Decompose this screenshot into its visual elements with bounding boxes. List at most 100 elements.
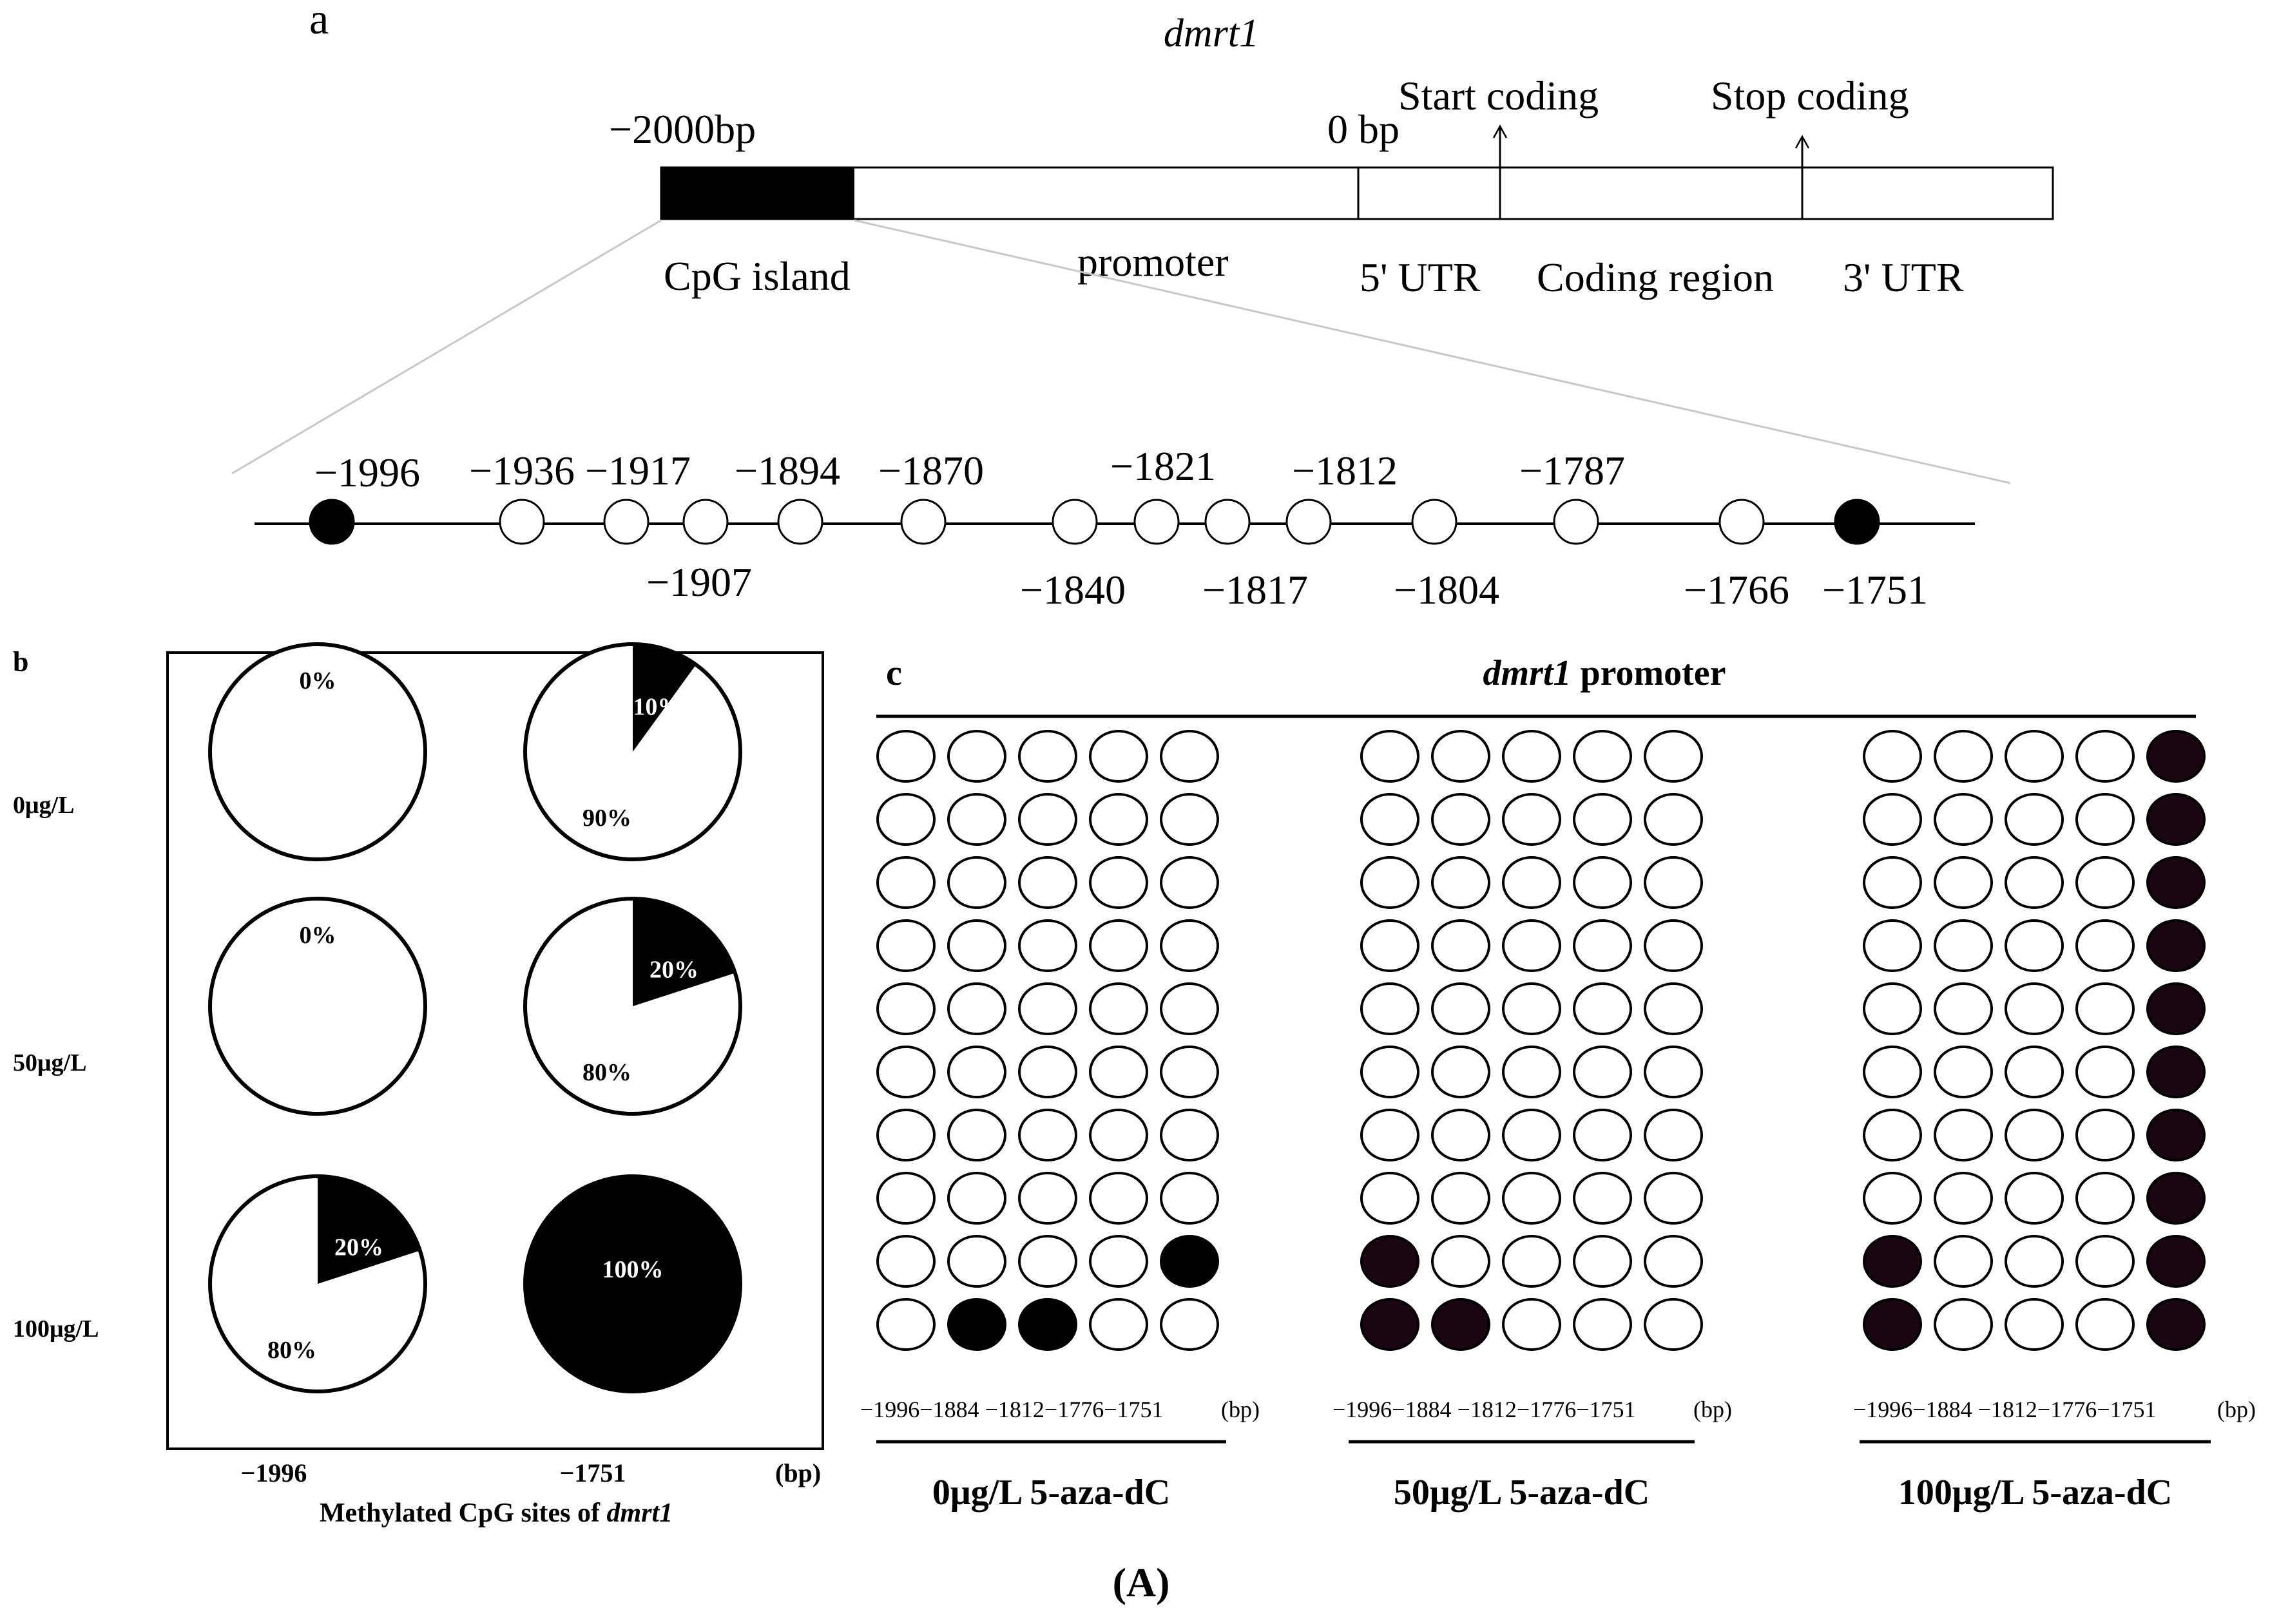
clone-1-site-5-unmethylated <box>1644 730 1703 783</box>
tss-label: 0 bp <box>1327 106 1400 152</box>
clone-2-site-3-unmethylated <box>1018 793 1077 846</box>
lollipop-group-3: −1996−1884 −1812−1776−1751(bp)100μg/L 5-… <box>1853 730 2256 1513</box>
cpg-site-1-methylated <box>309 499 355 545</box>
clone-5-site-1-unmethylated <box>1360 982 1419 1035</box>
clone-3-site-1-unmethylated <box>1863 856 1922 909</box>
clone-1-site-3-unmethylated <box>1502 730 1561 783</box>
clone-9-site-3-unmethylated <box>2005 1235 2064 1288</box>
clone-7-site-5-unmethylated <box>1644 1109 1703 1161</box>
zoom-guide-right <box>854 219 2011 484</box>
clone-8-site-3-unmethylated <box>2005 1172 2064 1225</box>
clone-2-site-5-methylated <box>2146 793 2206 846</box>
clone-9-site-1-methylated <box>1863 1235 1922 1288</box>
clone-6-site-3-unmethylated <box>1502 1046 1561 1098</box>
region-5utr: 5' UTR <box>1360 254 1481 300</box>
clone-6-site-5-methylated <box>2146 1046 2206 1098</box>
clone-6-site-2-unmethylated <box>1431 1046 1490 1098</box>
clone-6-site-4-unmethylated <box>1573 1046 1632 1098</box>
clone-8-site-5-unmethylated <box>1160 1172 1219 1225</box>
site-position-labels: −1996−1884 −1812−1776−1751 <box>1332 1397 1636 1422</box>
cpg-site-label-13: −1766 <box>1684 567 1789 613</box>
clone-6-site-5-unmethylated <box>1160 1046 1219 1098</box>
cpg-site-label-1: −1996 <box>314 450 420 495</box>
start-coding-arrow-icon <box>1492 124 1508 139</box>
clone-8-site-5-unmethylated <box>1644 1172 1703 1225</box>
clone-9-site-4-unmethylated <box>1573 1235 1632 1288</box>
lollipop-group-2: −1996−1884 −1812−1776−1751(bp)50μg/L 5-a… <box>1332 730 1732 1513</box>
clone-7-site-2-unmethylated <box>947 1109 1006 1161</box>
row-label-50: 50μg/L <box>13 1049 86 1076</box>
pie-label-methylated: 20% <box>649 957 698 984</box>
cpg-site-5-unmethylated <box>777 499 823 545</box>
cpg-site-label-11: −1804 <box>1394 567 1499 613</box>
clone-2-site-3-unmethylated <box>2005 793 2064 846</box>
figure-caption: (A) <box>1113 1560 1170 1605</box>
clone-6-site-1-unmethylated <box>1360 1046 1419 1098</box>
clone-3-site-5-methylated <box>2146 856 2206 909</box>
cpg-site-label-3: −1917 <box>585 448 691 493</box>
clone-8-site-3-unmethylated <box>1502 1172 1561 1225</box>
region-cpg-island: CpG island <box>664 253 851 299</box>
cpg-site-11-unmethylated <box>1411 499 1457 545</box>
cpg-site-label-4: −1907 <box>646 559 752 605</box>
clone-8-site-2-unmethylated <box>1431 1172 1490 1225</box>
clone-1-site-2-unmethylated <box>947 730 1006 783</box>
clone-8-site-1-unmethylated <box>876 1172 936 1225</box>
gene-bar <box>660 166 2054 220</box>
cpg-site-label-6: −1870 <box>878 448 984 493</box>
cpg-site-label-5: −1894 <box>735 448 840 493</box>
clone-6-site-1-unmethylated <box>1863 1046 1922 1098</box>
cpg-site-7-unmethylated <box>1052 499 1098 545</box>
clone-5-site-5-unmethylated <box>1644 982 1703 1035</box>
clone-5-site-2-unmethylated <box>947 982 1006 1035</box>
clone-2-site-5-unmethylated <box>1160 793 1219 846</box>
clone-6-site-1-unmethylated <box>876 1046 936 1098</box>
clone-7-site-2-unmethylated <box>1934 1109 1993 1161</box>
clone-8-site-2-unmethylated <box>1934 1172 1993 1225</box>
clone-2-site-4-unmethylated <box>1573 793 1632 846</box>
pie-row3-col2: 100% <box>523 1174 742 1393</box>
cpg-site-10-unmethylated <box>1285 499 1332 545</box>
clone-9-site-5-methylated <box>2146 1235 2206 1288</box>
cpg-site-14-methylated <box>1834 499 1880 545</box>
clone-10-site-5-methylated <box>2146 1298 2206 1351</box>
clone-7-site-1-unmethylated <box>1360 1109 1419 1161</box>
cpg-island-block <box>661 167 854 219</box>
clone-9-site-5-unmethylated <box>1644 1235 1703 1288</box>
clone-3-site-5-unmethylated <box>1644 856 1703 909</box>
clone-3-site-2-unmethylated <box>1934 856 1993 909</box>
clone-7-site-3-unmethylated <box>1018 1109 1077 1161</box>
clone-3-site-5-unmethylated <box>1160 856 1219 909</box>
clone-2-site-1-unmethylated <box>1360 793 1419 846</box>
cpg-site-label-2: −1936 <box>469 448 575 493</box>
clone-5-site-3-unmethylated <box>2005 982 2064 1035</box>
site-position-labels: −1996−1884 −1812−1776−1751 <box>1853 1397 2157 1422</box>
clone-8-site-2-unmethylated <box>947 1172 1006 1225</box>
clone-7-site-4-unmethylated <box>1573 1109 1632 1161</box>
clone-5-site-4-unmethylated <box>1089 982 1148 1035</box>
cpg-site-13-unmethylated <box>1718 499 1765 545</box>
pie-label-methylated: 10% <box>633 694 682 721</box>
clone-3-site-4-unmethylated <box>2075 856 2135 909</box>
clone-8-site-1-unmethylated <box>1360 1172 1419 1225</box>
clone-10-site-4-unmethylated <box>1089 1298 1148 1351</box>
pie-base <box>208 642 427 861</box>
clone-9-site-2-unmethylated <box>1934 1235 1993 1288</box>
clone-10-site-5-unmethylated <box>1644 1298 1703 1351</box>
cpg-site-8-unmethylated <box>1133 499 1180 545</box>
clone-2-site-3-unmethylated <box>1502 793 1561 846</box>
clone-6-site-3-unmethylated <box>2005 1046 2064 1098</box>
clone-7-site-5-unmethylated <box>1160 1109 1219 1161</box>
x-tick-1996: −1996 <box>241 1458 307 1487</box>
clone-5-site-5-methylated <box>2146 982 2206 1035</box>
clone-10-site-3-unmethylated <box>2005 1298 2064 1351</box>
clone-7-site-1-unmethylated <box>876 1109 936 1161</box>
cpg-site-label-8: −1821 <box>1110 443 1216 489</box>
pie-label: 100% <box>602 1256 664 1283</box>
pie-label: 0% <box>300 922 336 949</box>
clone-10-site-1-methylated <box>1360 1298 1419 1351</box>
clone-10-site-2-methylated <box>1431 1298 1490 1351</box>
clone-4-site-5-unmethylated <box>1644 919 1703 972</box>
clone-7-site-3-unmethylated <box>1502 1109 1561 1161</box>
panel-a-letter: a <box>309 0 329 43</box>
